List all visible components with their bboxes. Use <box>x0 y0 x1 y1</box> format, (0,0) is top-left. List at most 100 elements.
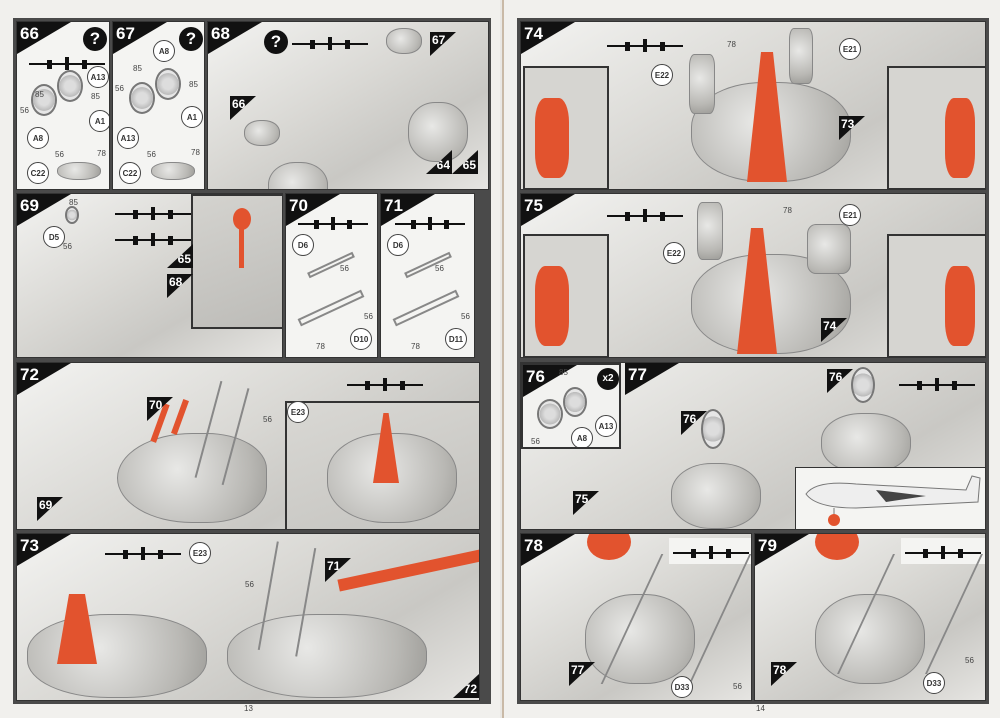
label: 56 <box>147 150 156 159</box>
label: 56 <box>435 264 444 273</box>
gear-door <box>57 162 101 180</box>
step-78-panel: 78 D33 56 77 <box>520 533 752 701</box>
part-E21: E21 <box>839 204 861 226</box>
label: 78 <box>316 342 325 351</box>
step-79-panel: 79 D33 56 78 <box>754 533 986 701</box>
part-D5: D5 <box>43 226 65 248</box>
ref-step-72: 72 <box>453 674 479 698</box>
step-number: 73 <box>17 534 71 566</box>
label: 56 <box>364 312 373 321</box>
label: 85 <box>91 92 100 101</box>
engine-nacelle <box>27 614 207 698</box>
aircraft-side-view <box>805 475 981 526</box>
plane-front-view-icon <box>607 209 683 222</box>
page-number: 13 <box>244 704 253 713</box>
step-70-number: 70 <box>289 196 308 215</box>
wheel-half <box>57 70 83 102</box>
step-number: 68 <box>208 22 262 54</box>
part-D10: D10 <box>350 328 372 350</box>
wheel-highlight <box>815 534 859 560</box>
part-A8: A8 <box>27 127 49 149</box>
step-74-panel: 74 E21 E22 78 73 <box>520 21 986 190</box>
ref-step-76: 76 <box>827 369 853 393</box>
gear-door <box>386 28 422 54</box>
main-wheel <box>851 367 875 403</box>
gear-door <box>789 28 813 84</box>
label: 85 <box>189 80 198 89</box>
part-C22: C22 <box>119 162 141 184</box>
part-E23: E23 <box>189 542 211 564</box>
engine-nacelle <box>268 162 328 189</box>
ref-step-77: 77 <box>569 662 595 686</box>
label: 78 <box>97 149 106 158</box>
ref-step-68: 68 <box>167 274 193 298</box>
view-icon-box <box>669 538 751 564</box>
step-number: 69 <box>17 194 71 226</box>
label: 56 <box>63 242 72 251</box>
step-number: 72 <box>17 363 71 395</box>
step-number: 78 <box>521 534 575 566</box>
label: 78 <box>411 342 420 351</box>
left-detail-inset <box>523 234 609 357</box>
engine-nacelle <box>408 102 468 162</box>
help-icon: ? <box>179 27 203 51</box>
ref-step-67: 67 <box>430 32 456 56</box>
side-view-inset <box>795 467 985 529</box>
left-page: 66 ? A13 A1 A8 C22 85 56 85 56 78 67 ? A… <box>13 18 491 713</box>
step-73-panel: 73 E23 56 71 72 <box>16 533 480 701</box>
gear-door <box>244 120 280 146</box>
left-detail-inset <box>523 66 609 189</box>
step-72-panel: 72 E23 56 70 69 <box>16 362 480 530</box>
tail-wheel <box>65 206 79 224</box>
label: 78 <box>191 148 200 157</box>
ref-step-66: 66 <box>230 96 256 120</box>
step-68-number: 68 <box>211 24 230 43</box>
part-A8: A8 <box>571 427 593 447</box>
right-page: 74 E21 E22 78 73 75 E21 E22 78 74 <box>502 0 1000 718</box>
part-D33: D33 <box>923 672 945 694</box>
plane-front-view-icon <box>29 57 105 70</box>
ref-step-78: 78 <box>771 662 797 686</box>
step-71-panel: 71 D6 D11 56 56 78 <box>380 193 475 358</box>
step-66-panel: 66 ? A13 A1 A8 C22 85 56 85 56 78 <box>16 21 110 190</box>
step-66-number: 66 <box>20 24 39 43</box>
part-A8: A8 <box>153 40 175 62</box>
step-71-number: 71 <box>384 196 403 215</box>
engine-nacelle <box>227 614 427 698</box>
label: 85 <box>133 64 142 73</box>
step-75-number: 75 <box>524 196 543 215</box>
plane-front-view-icon <box>292 37 368 50</box>
ref-step-65: 65 <box>167 244 193 268</box>
part-D33: D33 <box>671 676 693 698</box>
label: 56 <box>531 437 540 446</box>
step-68-panel: 68 ? 67 66 64 65 <box>207 21 489 190</box>
step-number: 79 <box>755 534 809 566</box>
step-74-number: 74 <box>524 24 543 43</box>
engine-nacelle <box>671 463 761 529</box>
part-E23: E23 <box>287 401 309 423</box>
step-69-number: 69 <box>20 196 39 215</box>
ref-step-75: 75 <box>573 491 599 515</box>
step-number: 77 <box>625 363 679 395</box>
gear-leg-highlight <box>171 399 189 435</box>
part-D11: D11 <box>445 328 467 350</box>
tail-wheel-highlight <box>233 208 251 230</box>
part-E21: E21 <box>839 38 861 60</box>
plane-front-view-icon <box>115 207 191 220</box>
label: 56 <box>733 682 742 691</box>
plane-front-view-icon <box>899 378 975 391</box>
wheel-half <box>155 68 181 100</box>
wheel-half <box>31 84 57 116</box>
tail-strut-highlight <box>239 228 244 268</box>
wing-edge-highlight <box>337 548 479 592</box>
gear-leg-highlight <box>57 594 97 664</box>
part-A13: A13 <box>595 415 617 437</box>
step-77-panel: 77 76 76 75 76 x2 A13 A8 85 56 <box>520 362 986 530</box>
part-A13: A13 <box>87 66 109 88</box>
part-A1: A1 <box>181 106 203 128</box>
wheel-highlight <box>587 534 631 560</box>
part-D6: D6 <box>387 234 409 256</box>
right-detail-inset <box>887 234 985 357</box>
quantity-x2-badge: x2 <box>597 368 619 390</box>
page-number: 14 <box>756 704 765 713</box>
